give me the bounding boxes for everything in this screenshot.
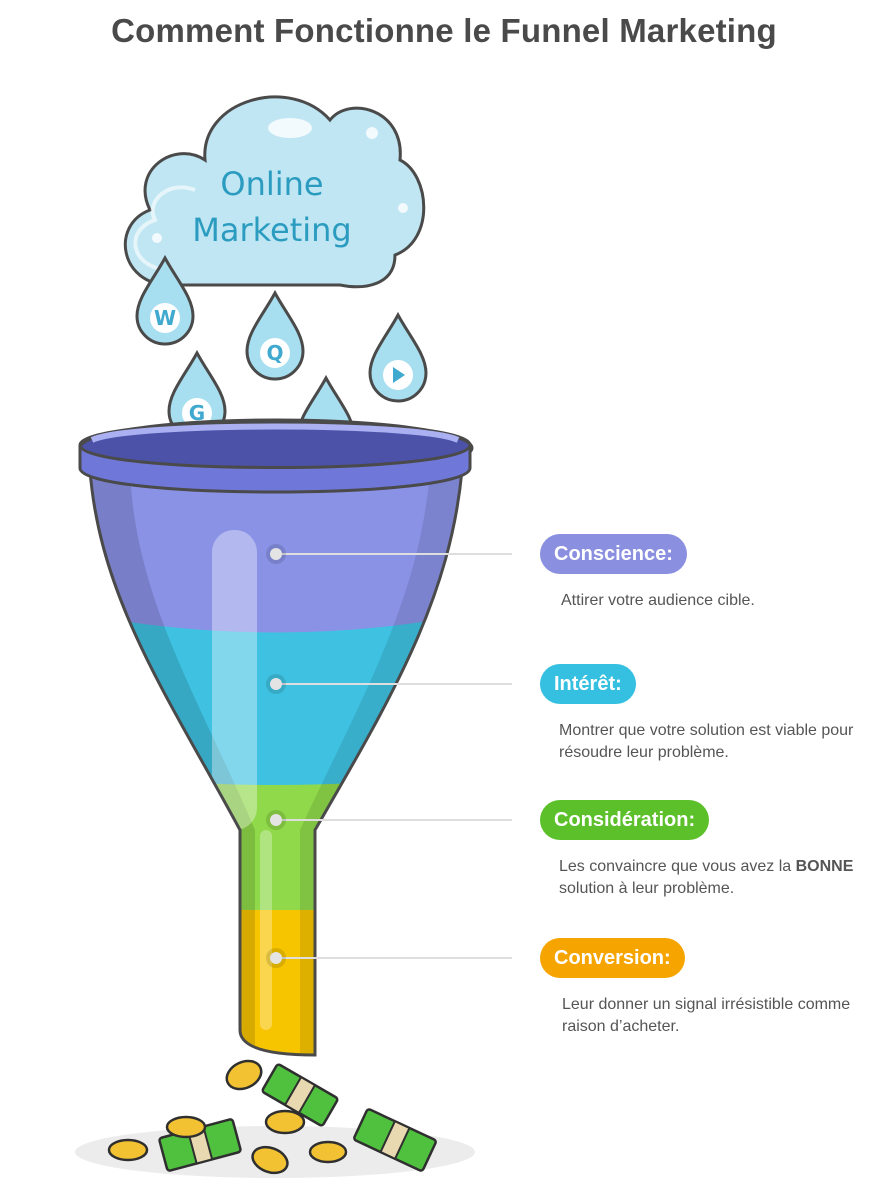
funnel-outline <box>88 469 464 1057</box>
cloud-text-line1: Online <box>220 165 323 203</box>
bill-icon <box>353 1108 437 1172</box>
stage-label-4: Conversion: <box>540 938 685 978</box>
connector-dot <box>270 548 282 560</box>
connector-dot <box>270 814 282 826</box>
stage-description-3: Les convaincre que vous avez la BONNE so… <box>559 858 854 897</box>
coin-icon <box>107 1138 149 1162</box>
coin-icon <box>264 1109 306 1135</box>
coin-icon <box>251 1145 289 1175</box>
coin-icon <box>165 1115 207 1139</box>
google-icon-glyph: G <box>189 401 205 425</box>
youtube-icon <box>368 311 428 403</box>
connector-dot <box>270 952 282 964</box>
money-pile <box>107 1059 437 1175</box>
emphasis-text: BONNE <box>795 858 854 875</box>
wordpress-icon: W <box>135 254 195 346</box>
cloud-icon <box>123 95 426 289</box>
stage-label-3: Considération: <box>540 800 710 840</box>
stage-label-2: Intérêt: <box>540 664 636 704</box>
stage-description-2: Montrer que votre solution est viable po… <box>559 722 854 761</box>
page-title: Comment Fonctionne le Funnel Marketing <box>111 12 777 49</box>
cloud-text-line2: Marketing <box>192 211 351 249</box>
wordpress-icon-glyph: W <box>154 306 176 330</box>
stage-description-1: Attirer votre audience cible. <box>561 592 755 609</box>
stage-label-1: Conscience: <box>540 534 687 574</box>
stage-description-4: Leur donner un signal irrésistible comme… <box>562 996 851 1035</box>
bill-icon <box>261 1063 339 1127</box>
quora-icon: Q <box>245 289 305 381</box>
coin-icon <box>225 1059 263 1091</box>
connector-dot <box>270 678 282 690</box>
coin-icon <box>308 1140 348 1164</box>
funnel-rim-front <box>78 444 472 494</box>
quora-icon-glyph: Q <box>266 341 283 365</box>
